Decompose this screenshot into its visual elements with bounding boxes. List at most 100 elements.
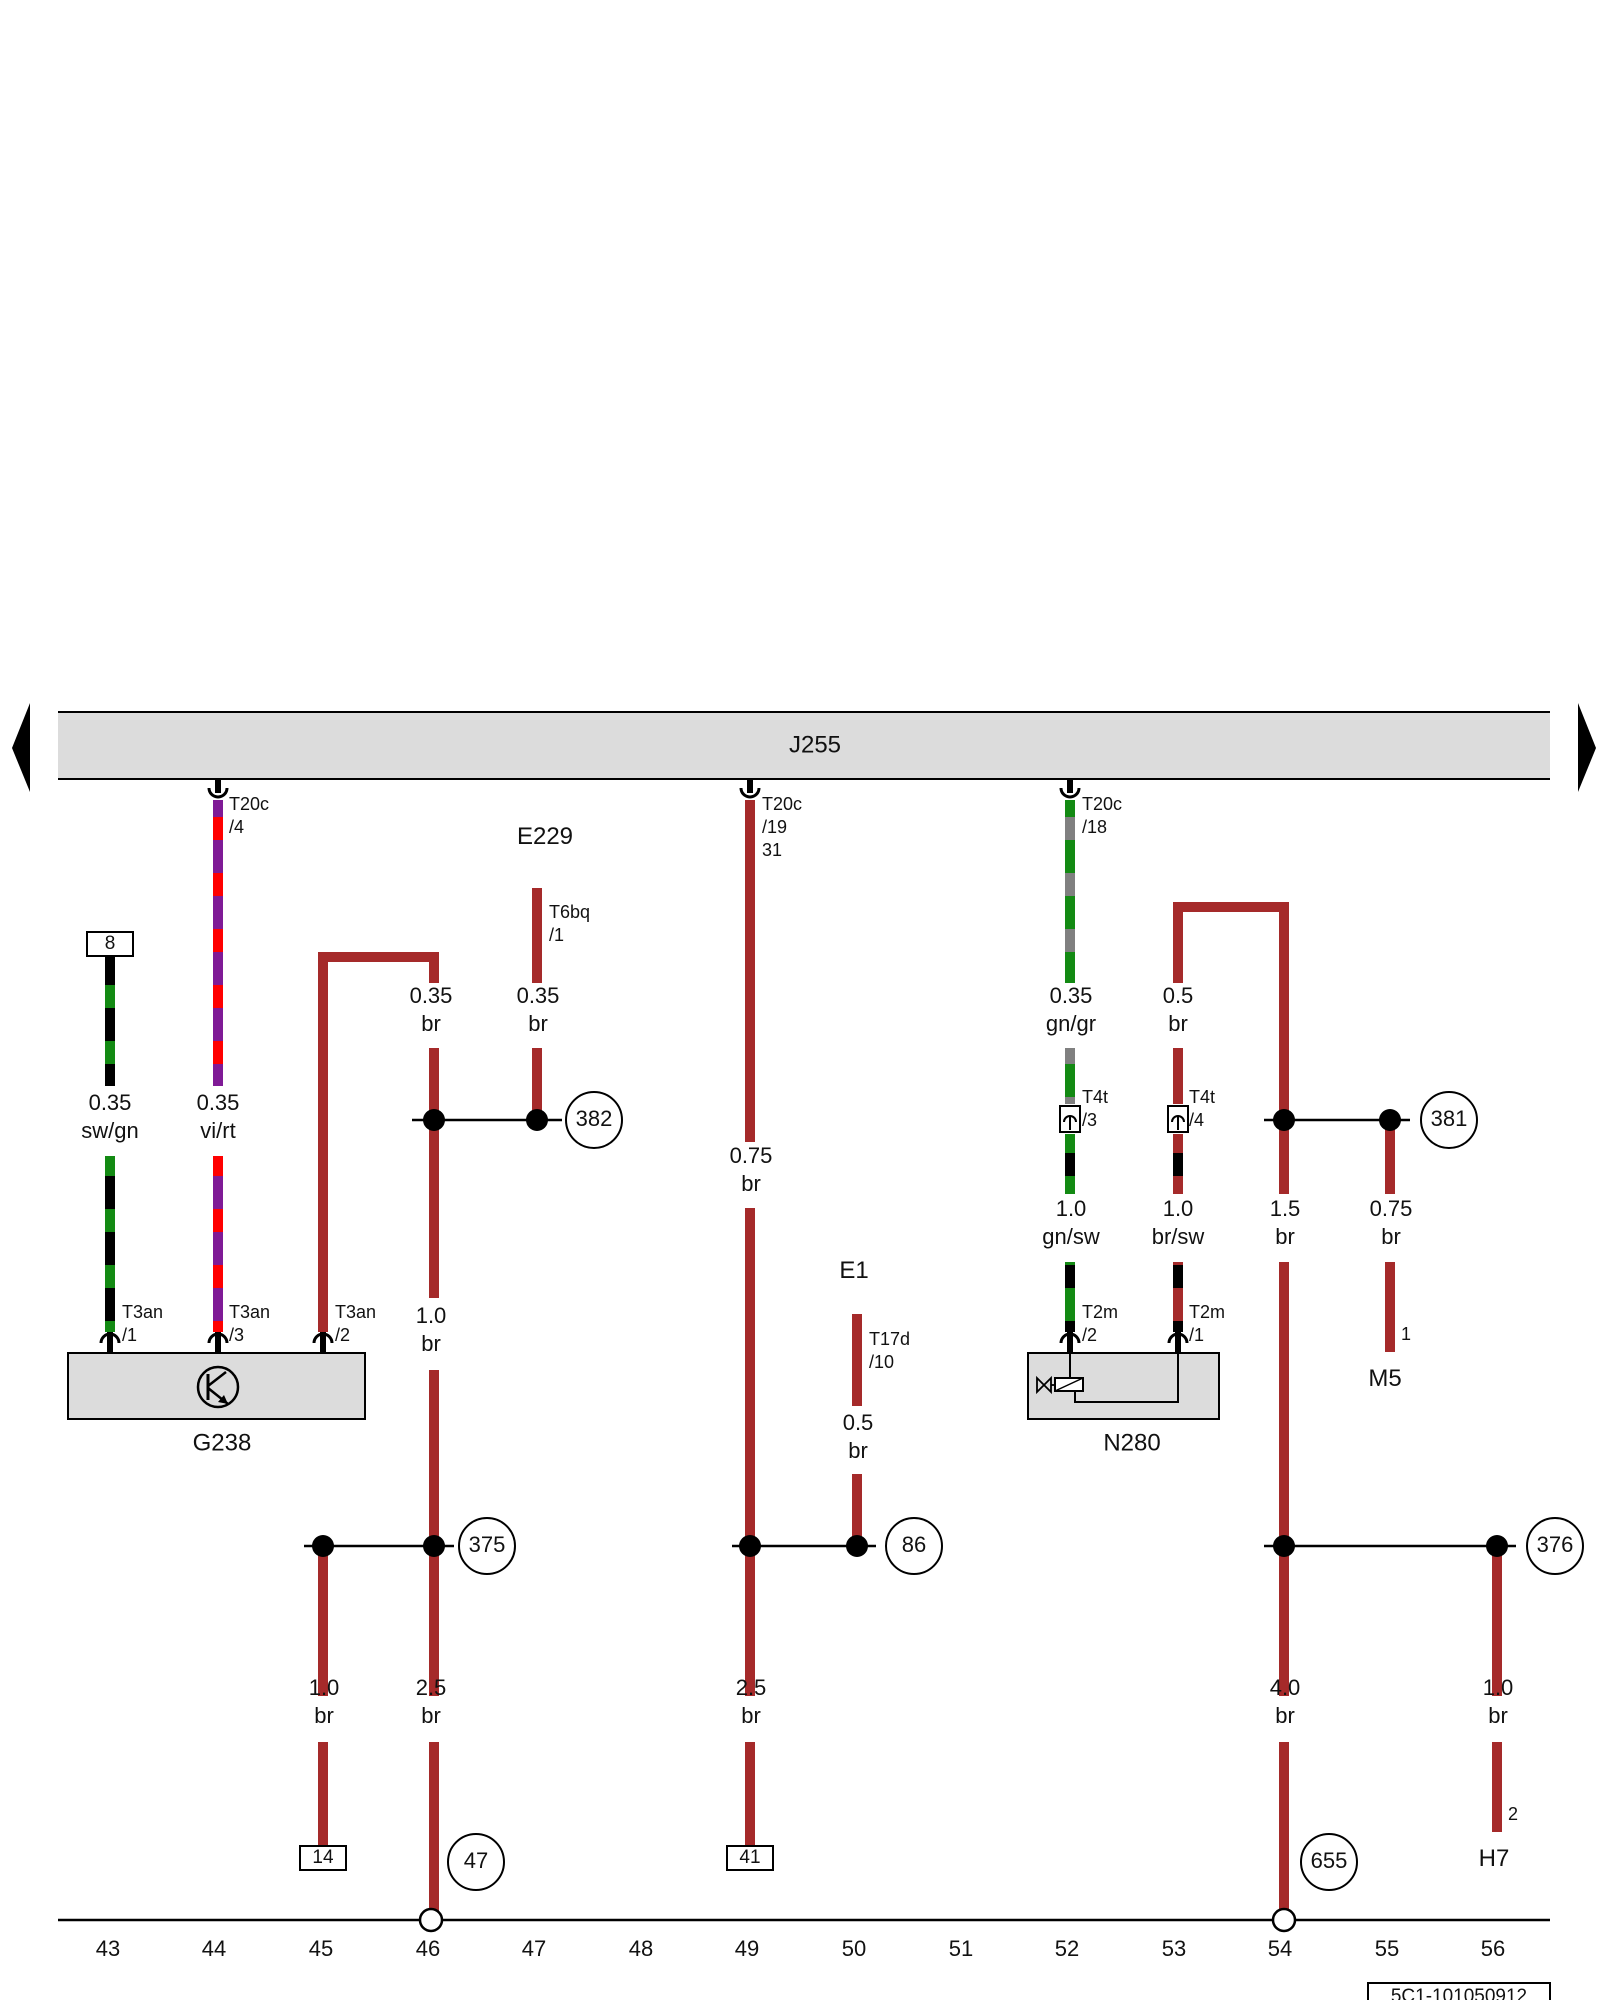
wire-50-lower[interactable] bbox=[852, 1474, 862, 1546]
wire-53-mid[interactable] bbox=[1173, 1048, 1183, 1104]
wire-label-53-upper-size: 0.5 bbox=[1163, 983, 1194, 1008]
track-56: 56 bbox=[1481, 1936, 1505, 1961]
box-41[interactable] bbox=[726, 1845, 774, 1871]
socket-t20c-19 bbox=[739, 787, 761, 799]
label-t20c-19-c: 31 bbox=[762, 840, 782, 860]
wire-label-45-lower-size: 1.0 bbox=[309, 1675, 340, 1700]
g238-component[interactable] bbox=[67, 1352, 366, 1420]
track-53: 53 bbox=[1162, 1936, 1186, 1961]
track-46: 46 bbox=[416, 1936, 440, 1961]
track-44: 44 bbox=[202, 1936, 226, 1961]
prev-page-arrow[interactable] bbox=[12, 703, 30, 792]
track-45: 45 bbox=[309, 1936, 333, 1961]
ref-381[interactable]: 381 bbox=[1420, 1091, 1478, 1149]
label-t17d-10-a: T17d bbox=[869, 1329, 910, 1349]
wire-label-52-lower-size: 1.0 bbox=[1056, 1196, 1087, 1221]
wire-49-lower[interactable] bbox=[745, 1546, 755, 1696]
ref-47[interactable]: 47 bbox=[447, 1833, 505, 1891]
wire-56-lower[interactable] bbox=[1492, 1742, 1502, 1832]
node-54-381 bbox=[1273, 1109, 1295, 1131]
wire-label-49-upper-size: 0.75 bbox=[730, 1143, 773, 1168]
ground-node-54[interactable] bbox=[1271, 1907, 1297, 1933]
wire-53-lower[interactable] bbox=[1173, 1262, 1183, 1332]
wire-56-upper[interactable] bbox=[1492, 1546, 1502, 1696]
box-14-label: 14 bbox=[312, 1847, 334, 1868]
ref-86[interactable]: 86 bbox=[885, 1517, 943, 1575]
box-8[interactable] bbox=[86, 931, 134, 957]
wire-label-52-lower-color: gn/sw bbox=[1042, 1224, 1100, 1249]
wire-54-bottom[interactable] bbox=[1279, 1742, 1289, 1918]
ref-375[interactable]: 375 bbox=[458, 1517, 516, 1575]
wire-49-upper[interactable] bbox=[745, 800, 755, 1142]
wire-53-mid2[interactable] bbox=[1173, 1134, 1183, 1194]
wire-label-54-lower-color: br bbox=[1275, 1703, 1295, 1728]
wire-46-bottom[interactable] bbox=[429, 1742, 439, 1918]
g238-label: G238 bbox=[193, 1429, 252, 1456]
wire-52-mid[interactable] bbox=[1065, 1048, 1075, 1104]
label-t4t-4-a: T4t bbox=[1189, 1087, 1215, 1107]
wire-47-lower[interactable] bbox=[532, 1048, 542, 1120]
wire-45-lower[interactable] bbox=[318, 1546, 328, 1696]
track-numbers: 43 44 45 46 47 48 49 50 51 52 53 54 55 5… bbox=[96, 1936, 1505, 1961]
solenoid-lead-2 bbox=[1074, 1335, 1179, 1403]
wire-47-upper[interactable] bbox=[532, 888, 542, 983]
node-45-375 bbox=[312, 1535, 334, 1557]
wire-label-45-lower-color: br bbox=[314, 1703, 334, 1728]
ref-655[interactable]: 655 bbox=[1300, 1833, 1358, 1891]
ref-376-label: 376 bbox=[1537, 1532, 1574, 1557]
wire-52-upper[interactable] bbox=[1065, 800, 1075, 983]
wire-55-lower[interactable] bbox=[1385, 1262, 1395, 1352]
pin-t20c-4 bbox=[215, 779, 221, 793]
ref-382[interactable]: 382 bbox=[565, 1091, 623, 1149]
wire-label-49-lower-color: br bbox=[741, 1703, 761, 1728]
wire-46-lower[interactable] bbox=[429, 1546, 439, 1696]
box-8-label: 8 bbox=[105, 933, 116, 954]
wire-54-lower[interactable] bbox=[1279, 1546, 1289, 1696]
wire-49-bottom[interactable] bbox=[745, 1742, 755, 1860]
wire-44-lower[interactable] bbox=[213, 1156, 223, 1332]
label-t2m-1-a: T2m bbox=[1189, 1302, 1225, 1322]
wire-label-49-upper-color: br bbox=[741, 1171, 761, 1196]
wire-53-54-loop[interactable] bbox=[1173, 902, 1289, 1118]
wire-label-44-color: vi/rt bbox=[200, 1118, 235, 1143]
wire-54-upper[interactable] bbox=[1279, 1118, 1289, 1194]
track-51: 51 bbox=[949, 1936, 973, 1961]
label-t3an-1-a: T3an bbox=[122, 1302, 163, 1322]
socket-t20c-4 bbox=[207, 787, 229, 799]
wire-52-lower[interactable] bbox=[1065, 1262, 1075, 1332]
label-t2m-2-a: T2m bbox=[1082, 1302, 1118, 1322]
box-14[interactable] bbox=[299, 1845, 347, 1871]
wire-label-46-mid-color: br bbox=[421, 1331, 441, 1356]
ground-node-46[interactable] bbox=[418, 1907, 444, 1933]
wire-54-mid[interactable] bbox=[1279, 1262, 1289, 1546]
label-t20c-18-a: T20c bbox=[1082, 794, 1122, 814]
wire-49-mid[interactable] bbox=[745, 1208, 755, 1546]
wire-43-upper[interactable] bbox=[105, 956, 115, 1086]
connector-symbols bbox=[99, 779, 1189, 1353]
wire-label-44-size: 0.35 bbox=[197, 1090, 240, 1115]
label-h7-pin: 2 bbox=[1508, 1804, 1518, 1824]
ref-375-label: 375 bbox=[469, 1532, 506, 1557]
wire-50-upper[interactable] bbox=[852, 1314, 862, 1406]
wire-46-upper[interactable] bbox=[429, 1048, 439, 1298]
wire-label-55-size: 0.75 bbox=[1370, 1196, 1413, 1221]
pin-t2m-2 bbox=[1067, 1332, 1073, 1353]
wire-label-50-color: br bbox=[848, 1438, 868, 1463]
wire-44-upper[interactable] bbox=[213, 800, 223, 1086]
ref-376[interactable]: 376 bbox=[1526, 1517, 1584, 1575]
wire-45-46-hook[interactable] bbox=[318, 952, 439, 1332]
wire-label-53-lower-size: 1.0 bbox=[1163, 1196, 1194, 1221]
ref-circle-382 bbox=[565, 1091, 623, 1149]
wire-46-mid[interactable] bbox=[429, 1370, 439, 1546]
doc-id-label: 5C1-101050912 bbox=[1391, 1986, 1527, 2000]
valve-symbol bbox=[1036, 1375, 1052, 1395]
wire-55-upper[interactable] bbox=[1385, 1120, 1395, 1194]
pin-t20c-19 bbox=[747, 779, 753, 793]
wire-52-mid2[interactable] bbox=[1065, 1134, 1075, 1194]
solenoid-valve-icon bbox=[1036, 1335, 1179, 1403]
wire-45-bottom[interactable] bbox=[318, 1742, 328, 1860]
next-page-arrow[interactable] bbox=[1578, 703, 1596, 792]
doc-id-box bbox=[1367, 1982, 1551, 2000]
wire-43-lower[interactable] bbox=[105, 1156, 115, 1332]
